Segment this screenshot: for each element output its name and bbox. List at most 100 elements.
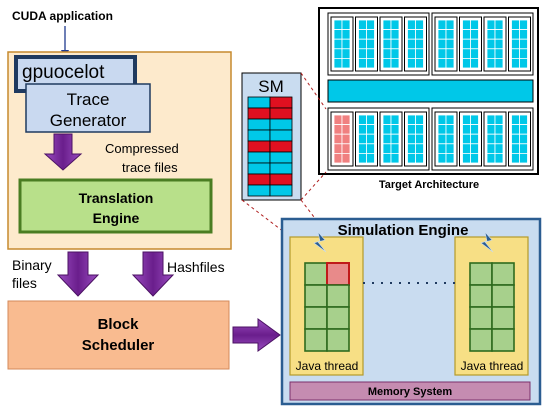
sm-tile-top-core xyxy=(333,29,343,40)
simulation-engine-label: Simulation Engine xyxy=(338,222,469,239)
sm-tile-bottom-core xyxy=(415,124,424,135)
sm-cell xyxy=(269,118,293,131)
sm-tile-bottom-core xyxy=(511,143,520,154)
sm-tile-top-core xyxy=(333,38,343,50)
sm-tile-top-core xyxy=(519,48,528,59)
sm-tile-bottom-core xyxy=(366,143,375,154)
target-architecture-bottom-row xyxy=(327,107,534,171)
sm-tile-bottom-core xyxy=(390,114,400,126)
java-thread-left-cell xyxy=(304,306,328,330)
sm-cell xyxy=(247,96,271,109)
sm-tile-bottom-core xyxy=(519,152,528,164)
sm-tile-top-core xyxy=(407,48,416,59)
sm-tile-top-core xyxy=(462,48,471,59)
sm-cell xyxy=(269,173,293,186)
java-thread-right-cell xyxy=(469,306,493,330)
sm-tile-top-core xyxy=(494,48,504,59)
sm-tile-top-core xyxy=(415,19,424,31)
target-architecture-interconnect xyxy=(327,79,534,103)
sm-tile-top-core xyxy=(494,29,504,40)
java-thread-left-cell xyxy=(304,284,328,308)
sm-tile-bottom-core xyxy=(366,114,375,126)
java-thread-left-cell xyxy=(326,306,350,330)
sm-tile-top-core xyxy=(511,58,520,69)
scheduler-to-simulation-arrow xyxy=(232,318,281,352)
compressed-label-line1: Compressed xyxy=(105,141,179,156)
sm-tile-top-core xyxy=(519,58,528,69)
sm-tile-highlighted-core xyxy=(341,124,351,135)
java-thread-right-cell xyxy=(491,262,515,286)
sm-tile-bottom xyxy=(483,111,507,167)
sm-tile-top xyxy=(483,16,507,72)
java-thread-left-cell xyxy=(304,328,328,352)
sm-tile-top-core xyxy=(341,38,351,50)
sm-tile-top-core xyxy=(486,19,496,31)
java-thread-right-cell xyxy=(469,328,493,352)
sm-tile-bottom-core xyxy=(407,124,416,135)
sm-tile-top-core xyxy=(358,38,367,50)
sm-tile-top-core xyxy=(415,48,424,59)
sm-tile-highlighted-core xyxy=(333,133,343,145)
java-thread-right-cell xyxy=(491,306,515,330)
sm-tile-bottom-core xyxy=(511,114,520,126)
sm-tile-bottom-core xyxy=(415,152,424,164)
binary-files-label-line1: Binary xyxy=(12,257,52,273)
sm-tile-bottom-core xyxy=(511,133,520,145)
sm-tile-bottom-core xyxy=(358,124,367,135)
sm-tile-bottom-core xyxy=(415,114,424,126)
sm-column xyxy=(247,96,293,197)
target-architecture-top-row xyxy=(327,12,534,76)
sm-tile-bottom-core xyxy=(494,114,504,126)
sm-tile-bottom-core xyxy=(437,143,447,154)
sm-tile-top xyxy=(379,16,403,72)
sm-tile-top-core xyxy=(382,19,392,31)
sm-tile-bottom-core xyxy=(470,143,479,154)
sm-tile-highlighted-core xyxy=(333,152,343,164)
sm-tile-bottom-core xyxy=(407,152,416,164)
sm-tile-top-core xyxy=(390,29,400,40)
sm-tile-bottom-core xyxy=(407,143,416,154)
sm-tile-bottom-core xyxy=(366,133,375,145)
sm-tile-bottom-core xyxy=(415,143,424,154)
sm-tile-top xyxy=(459,16,482,72)
sm-tile-top-core xyxy=(494,58,504,69)
sm-tile-bottom-core xyxy=(511,124,520,135)
sm-cell xyxy=(269,140,293,153)
sm-tile-top-core xyxy=(470,58,479,69)
sm-tile-bottom-core xyxy=(462,124,471,135)
java-thread-left-grid xyxy=(304,262,350,352)
sm-tile-top-core xyxy=(390,58,400,69)
java-thread-left-highlighted-cell xyxy=(326,262,350,286)
sm-tile-top-core xyxy=(407,38,416,50)
sm-tile-bottom-core xyxy=(382,152,392,164)
sm-tile-top-core xyxy=(470,19,479,31)
sm-tile-top-core xyxy=(333,48,343,59)
sm-cell xyxy=(269,129,293,142)
sm-tile-top-core xyxy=(415,38,424,50)
sm-tile-bottom-core xyxy=(486,152,496,164)
sm-tile-top-core xyxy=(358,29,367,40)
sm-tile-bottom-core xyxy=(470,124,479,135)
sm-tile-bottom xyxy=(508,111,531,167)
sm-tile-top-core xyxy=(486,48,496,59)
sm-tile-bottom-core xyxy=(486,143,496,154)
sm-cell xyxy=(269,107,293,120)
sm-tile-top-core xyxy=(333,58,343,69)
sm-tile-bottom-core xyxy=(437,152,447,164)
sm-tile-bottom-core xyxy=(382,124,392,135)
sm-tile-top-core xyxy=(470,29,479,40)
sm-tile-bottom-core xyxy=(358,133,367,145)
sm-tile-bottom-core xyxy=(390,143,400,154)
sm-tile-bottom-core xyxy=(494,152,504,164)
sm-tile-top-core xyxy=(358,19,367,31)
sm-tile-top-core xyxy=(470,38,479,50)
sm-tile-top-core xyxy=(407,19,416,31)
cuda-application-label: CUDA application xyxy=(12,9,113,23)
sm-tile-top-core xyxy=(437,19,447,31)
sm-tile-top-core xyxy=(407,58,416,69)
sm-tile-top-core xyxy=(437,58,447,69)
trace-to-translation-arrow xyxy=(43,133,83,171)
sm-tile-bottom-core xyxy=(382,133,392,145)
sm-tile-bottom-core xyxy=(445,143,455,154)
hashfiles-label: Hashfiles xyxy=(167,259,225,275)
